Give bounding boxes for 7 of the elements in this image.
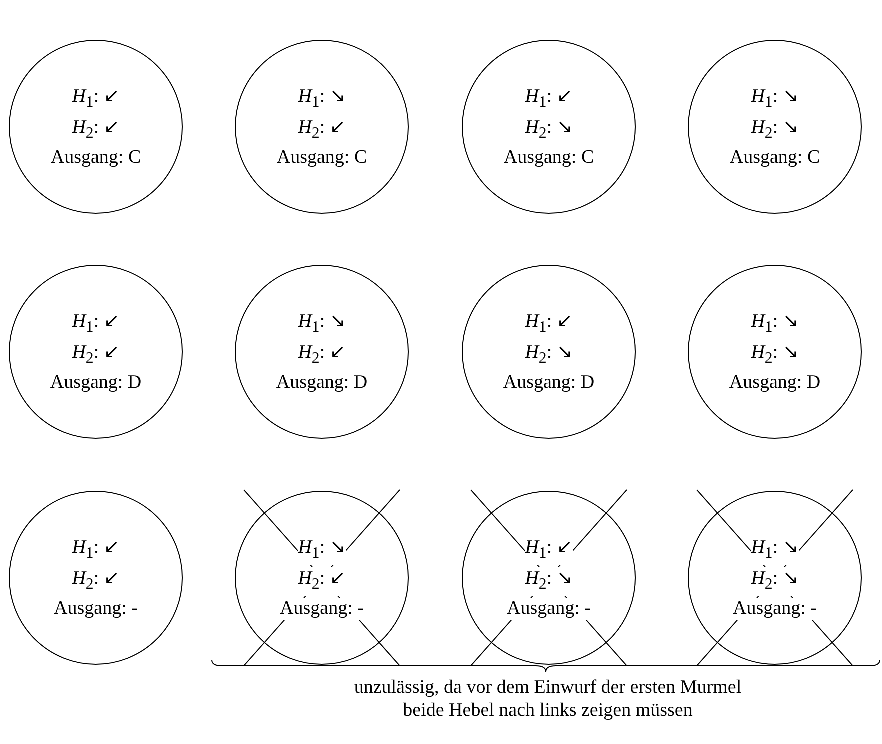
state-text: H$_{2}$: ↙ (298, 567, 346, 596)
note-text: unzulässig, da vor dem Einwurf der ersten Murmel beide Hebel nach links zeigen müssen (353, 676, 743, 722)
state-text: Ausgang: - (507, 598, 591, 620)
state-text: Ausgang: - (280, 598, 364, 620)
state-text: H$_{2}$: ↘ (751, 567, 799, 596)
state-text: H$_{2}$: ↘ (525, 567, 573, 596)
state-text: Ausgang: - (733, 598, 817, 620)
